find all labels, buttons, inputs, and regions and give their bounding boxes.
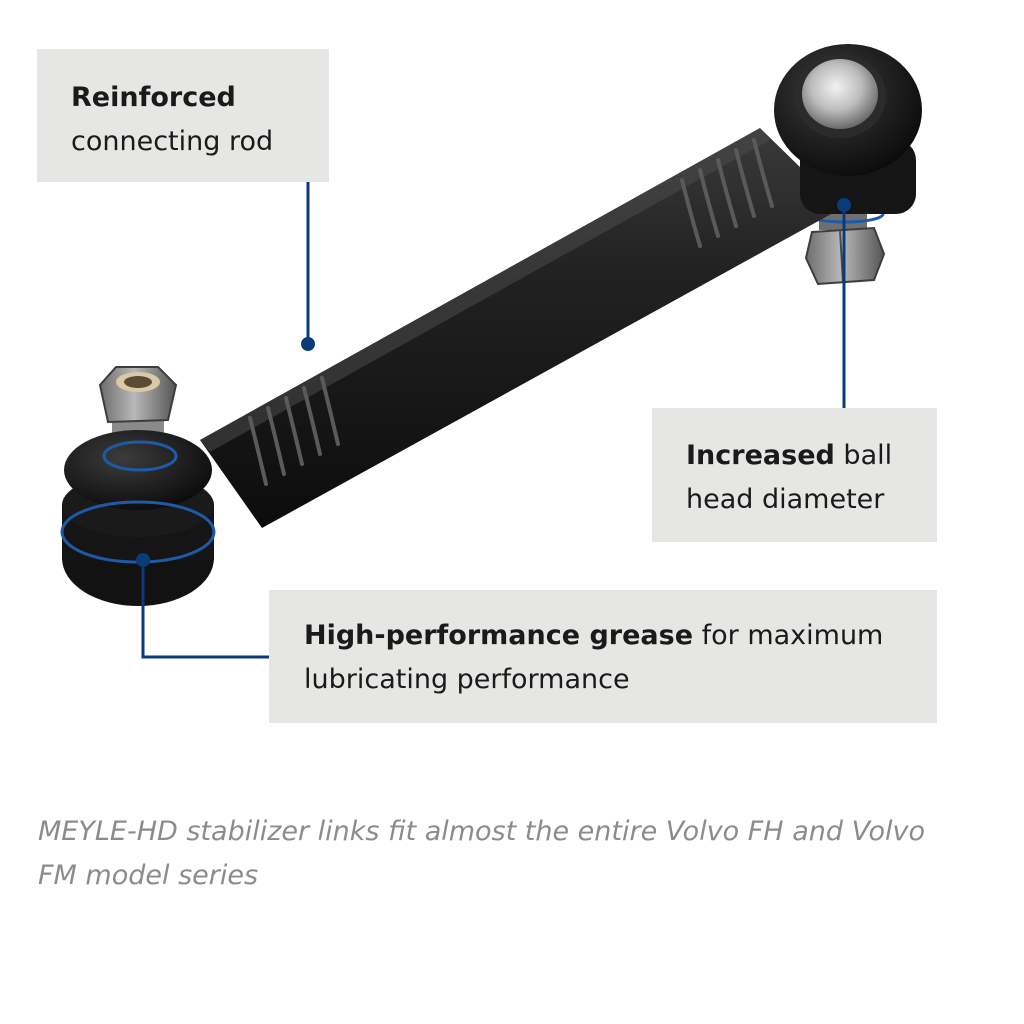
leader-lines	[136, 182, 851, 659]
callout-rod-bold: Reinforced	[71, 82, 236, 113]
caption-line2: FM model series	[38, 860, 259, 891]
callout-ball-head-diameter: Increased ball head diameter	[652, 408, 937, 542]
callout-ball-bold: Increased	[686, 440, 835, 471]
callout-ball-line2: head diameter	[686, 484, 885, 515]
caption-line1: MEYLE-HD stabilizer links fit almost the…	[38, 816, 925, 847]
callout-high-performance-grease: High-performance grease for maximum lubr…	[269, 590, 937, 723]
callout-rod-line2: connecting rod	[71, 126, 274, 157]
callout-grease-bold: High-performance grease	[304, 620, 694, 651]
rod-grooves-left	[248, 376, 340, 486]
connecting-rod	[200, 128, 842, 528]
callout-grease-line2: lubricating performance	[304, 664, 630, 695]
image-caption: MEYLE-HD stabilizer links fit almost the…	[38, 810, 978, 898]
right-ball-joint-housing	[774, 44, 922, 214]
callout-ball-rest: ball	[834, 440, 893, 471]
callout-reinforced-rod: Reinforced connecting rod	[37, 49, 329, 182]
rod-grooves-right	[680, 138, 774, 248]
callout-grease-rest: for maximum	[693, 620, 884, 651]
left-ball-joint-housing	[60, 430, 216, 606]
